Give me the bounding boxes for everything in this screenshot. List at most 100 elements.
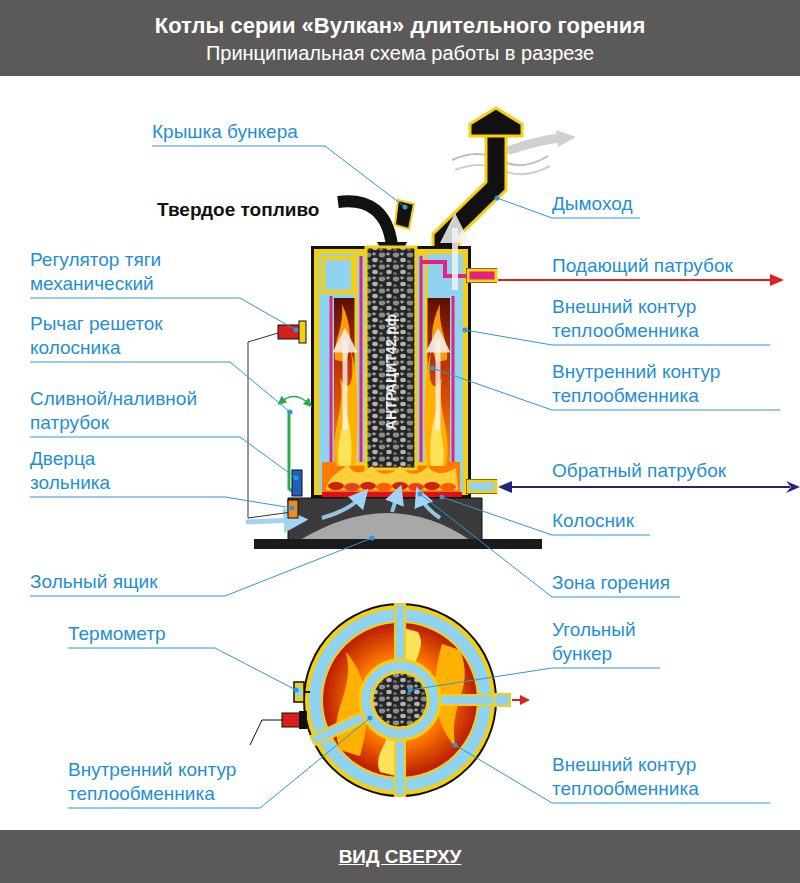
smoke-plume — [510, 138, 560, 150]
thermometer-stem — [304, 691, 310, 693]
leader-dot — [288, 410, 293, 415]
leader-lines — [30, 146, 780, 808]
coal-bunker — [366, 247, 416, 469]
part-label: Дверца зольника — [30, 447, 170, 495]
flame — [326, 464, 458, 490]
air-flow — [392, 494, 398, 512]
pipe-outline — [466, 479, 497, 494]
leader-dot — [440, 495, 445, 500]
hot-water-channel — [360, 256, 363, 462]
leader-line — [68, 718, 370, 808]
hot-coal — [344, 483, 360, 491]
smoke-arrowhead — [556, 130, 576, 147]
leader-line — [30, 497, 292, 508]
regulator-chain — [250, 720, 282, 745]
part-label: Рычаг решеток колосника — [30, 312, 240, 360]
top-view-outline — [303, 603, 497, 797]
flames-left — [334, 304, 357, 466]
part-label: Внешний контур теплообменника — [552, 753, 752, 801]
part-label: Внешний контур теплообменника — [552, 295, 752, 343]
part-label: Зольный ящик — [30, 570, 158, 594]
gas-flow — [436, 340, 441, 430]
grate-lever — [288, 410, 291, 490]
top-view-shell — [305, 605, 495, 795]
leader-dot — [370, 536, 375, 541]
part-label: Зона горения — [552, 571, 670, 595]
draft-regulator — [282, 713, 300, 727]
flame — [335, 304, 350, 362]
hot-coal — [424, 482, 440, 490]
footer-band — [0, 830, 800, 883]
leader-dot — [430, 366, 435, 371]
hopper-lid — [395, 200, 414, 229]
return-flow-tail — [786, 481, 800, 493]
leader-dot — [408, 688, 413, 693]
hot-water-channel — [330, 296, 333, 462]
hot-coal — [328, 482, 344, 490]
return-flow-line — [508, 486, 790, 488]
leader-dot — [294, 328, 299, 333]
hot-coal — [392, 482, 408, 490]
header-band — [0, 0, 800, 76]
lever-motion-arrow — [281, 396, 309, 404]
top-coal-bunker — [372, 672, 428, 728]
supply-flow-arrowhead — [770, 274, 784, 286]
boiler-outline — [311, 246, 471, 498]
leader-dot — [463, 328, 468, 333]
fuel-arrow — [338, 201, 392, 246]
hot-coal — [440, 483, 456, 491]
hot-coal — [408, 483, 424, 491]
hot-water-channel — [420, 256, 423, 462]
leader-line — [30, 538, 372, 596]
part-label: Термометр — [68, 622, 166, 646]
subtitle: Принципиальная схема работы в разрезе — [0, 41, 800, 65]
heat-exchanger-rib — [395, 736, 405, 796]
top-inner-contour — [360, 660, 440, 740]
supply-flow-line — [498, 279, 772, 281]
part-label: Обратный патрубок — [552, 459, 726, 483]
leader-dots — [288, 196, 500, 748]
flames-right — [424, 304, 447, 466]
chimney — [433, 134, 506, 249]
leader-dot — [418, 492, 423, 497]
leader-line — [420, 494, 680, 597]
part-label: Внутренний контур теплообменника — [552, 360, 777, 408]
regulator-cap — [299, 321, 306, 343]
smoke-flow — [452, 228, 458, 290]
leader-line — [152, 146, 405, 207]
leader-dot — [453, 743, 458, 748]
part-label: Колосник — [552, 509, 634, 533]
leader-line — [68, 648, 296, 690]
leader-line — [455, 745, 770, 803]
heat-exchanger-rib — [436, 695, 496, 705]
part-label: Подающий патрубок — [552, 254, 733, 278]
hot-coal — [360, 482, 376, 490]
draft-regulator — [278, 325, 300, 339]
fuel-label: Твердое топливо — [157, 198, 319, 222]
leader-line — [410, 668, 660, 690]
drain-fill-pipe — [292, 470, 302, 496]
leader-dot — [403, 205, 408, 210]
pipe-outline — [466, 268, 497, 283]
thermometer — [294, 682, 304, 702]
outlet-flow-arrowhead — [520, 695, 530, 705]
air-flow — [322, 496, 362, 518]
ash-box — [288, 498, 482, 540]
part-label: Внутренний контур теплообменника — [68, 758, 293, 806]
leader-dot — [294, 688, 299, 693]
part-label: Дымоход — [552, 192, 632, 216]
leader-dot — [368, 716, 373, 721]
part-label: Крышка бункера — [152, 120, 298, 144]
part-label: Сливной/наливной патрубок — [30, 387, 265, 435]
supply-pipe — [468, 270, 496, 281]
heat-exchanger-rib — [395, 604, 405, 664]
leader-dot — [294, 476, 299, 481]
part-label: Угольный бункер — [552, 618, 672, 666]
part-label: Регулятор тяги механический — [30, 248, 230, 296]
leader-dot — [495, 196, 500, 201]
air-inflow — [246, 520, 296, 522]
leader-dot — [290, 506, 295, 511]
gas-flow — [343, 340, 348, 430]
